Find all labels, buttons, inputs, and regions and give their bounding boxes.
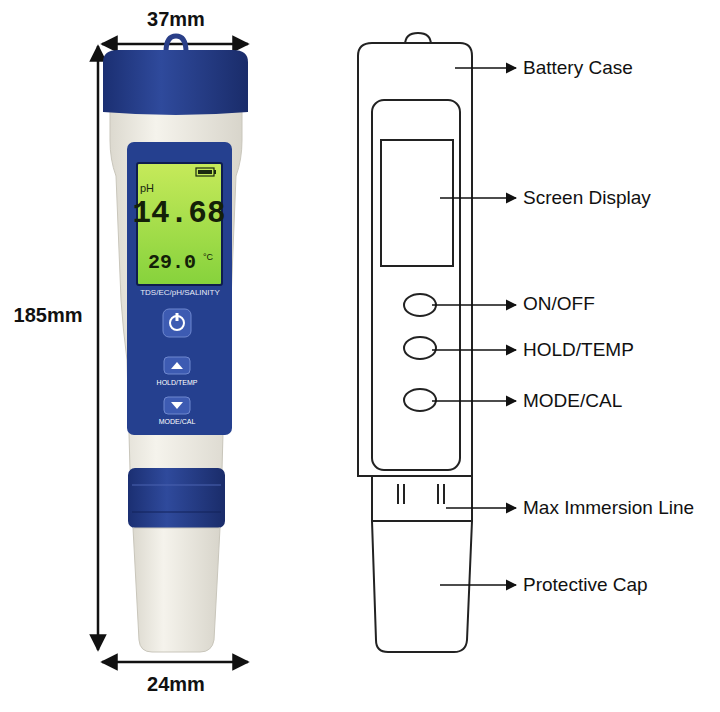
meter-photo (103, 36, 248, 652)
panel-print: TDS/EC/pH/SALINITY (140, 288, 220, 297)
part-label: Screen Display (523, 187, 651, 208)
dimension-label: 37mm (147, 8, 205, 30)
leader-arrows (432, 68, 516, 585)
lcd-unit-wrap: pH (140, 182, 154, 194)
part-label: Protective Cap (523, 574, 648, 595)
part-label: Max Immersion Line (523, 497, 694, 518)
part-label-wrap: Battery Case (523, 58, 633, 79)
part-label: ON/OFF (523, 293, 595, 314)
button-label: MODE/CAL (159, 418, 196, 425)
lcd-unit-wrap: °C (203, 253, 213, 263)
lcd-reading: 14.68 (132, 196, 225, 231)
lcd-unit: pH (140, 182, 154, 194)
button-label-wrap: HOLD/TEMP (157, 379, 198, 387)
outline-drawing (358, 33, 472, 652)
part-label: Battery Case (523, 57, 633, 78)
dimension-label: 24mm (147, 673, 205, 695)
dimension-label-wrap: 185mm (14, 304, 83, 326)
button-label-wrap: MODE/CAL (159, 418, 196, 426)
dimension-arrow (102, 43, 248, 46)
button-label: HOLD/TEMP (157, 379, 198, 386)
dimension-label-wrap: 24mm (147, 673, 205, 695)
dimension-label: 185mm (14, 304, 83, 326)
dimension-arrow (97, 46, 100, 650)
part-label-wrap: ON/OFF (523, 294, 595, 315)
part-label-wrap: HOLD/TEMP (523, 340, 634, 361)
panel-print-wrap: TDS/EC/pH/SALINITY (140, 289, 220, 298)
part-label-wrap: Protective Cap (523, 575, 648, 596)
dimension-arrow (102, 661, 248, 664)
part-label-wrap: Max Immersion Line (523, 498, 694, 519)
lcd-unit: °C (203, 252, 213, 262)
part-label: MODE/CAL (523, 390, 622, 411)
lcd-reading-wrap: 14.68 (132, 197, 225, 231)
dimension-label-wrap: 37mm (147, 8, 205, 30)
lcd-temperature-wrap: 29.0 (148, 252, 196, 274)
part-label: HOLD/TEMP (523, 339, 634, 360)
part-label-wrap: Screen Display (523, 188, 651, 209)
part-label-wrap: MODE/CAL (523, 391, 622, 412)
lcd-temperature: 29.0 (148, 251, 196, 274)
